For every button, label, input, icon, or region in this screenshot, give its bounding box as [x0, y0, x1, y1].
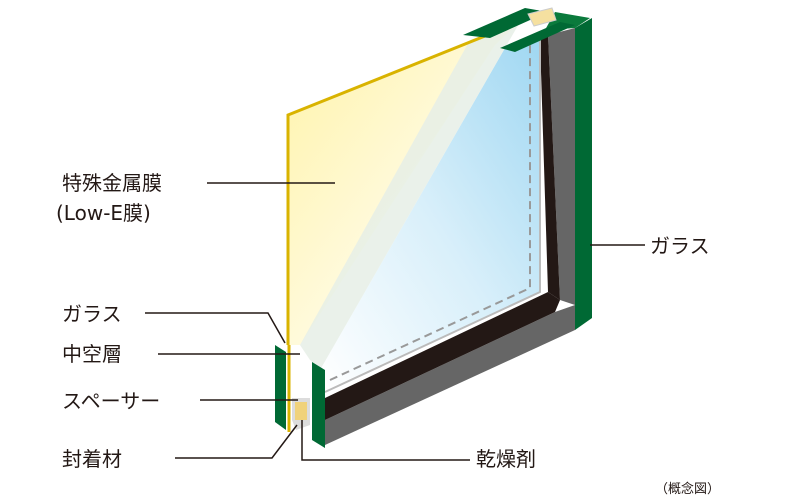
spacer-dashes — [329, 45, 531, 381]
cut-edge-band — [300, 22, 520, 370]
concept-note: （概念図） — [655, 482, 721, 497]
dark-side — [540, 35, 560, 300]
desiccant-label: 乾燥剤 — [476, 447, 536, 471]
dark-band — [325, 292, 560, 420]
low-e-label: 特殊金属膜 — [62, 171, 162, 195]
back-pane-face — [320, 40, 540, 388]
top-green-edge — [463, 8, 548, 38]
front-pane — [275, 7, 575, 448]
hollow-layer-label: 中空層 — [62, 342, 122, 366]
top-inner-green-edge — [500, 22, 575, 52]
gray-band — [325, 305, 575, 445]
right-glass-edge — [575, 18, 592, 330]
spacer-label: スペーサー — [62, 389, 161, 413]
left-rear-glass-edge — [312, 362, 325, 448]
glass-right-label: ガラス — [650, 234, 710, 258]
back-pane-assembly — [320, 12, 592, 445]
gray-side — [548, 28, 575, 305]
glass-left-label: ガラス — [62, 302, 122, 326]
sealant-label: 封着材 — [62, 447, 122, 471]
leader-lines — [145, 182, 645, 461]
low-e-edge-line — [286, 16, 531, 345]
low-e-sublabel: (Low-E膜) — [56, 201, 151, 225]
spacer-outline — [324, 40, 541, 393]
desiccant-beads — [295, 402, 307, 420]
spacer-top — [527, 7, 557, 27]
left-front-glass-edge — [275, 345, 286, 430]
